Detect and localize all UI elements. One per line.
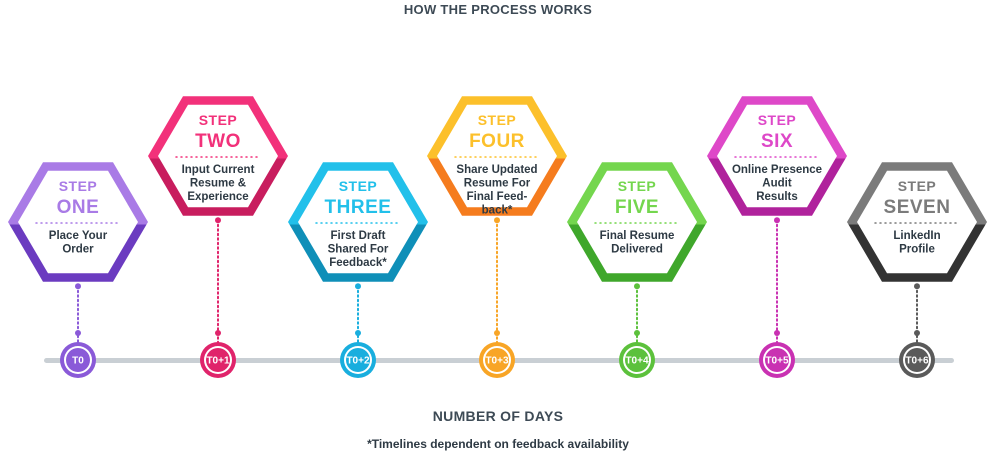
day-marker-fill	[905, 348, 929, 372]
step-description-line: Profile	[899, 244, 935, 256]
step-description-line: First Draft	[331, 230, 386, 242]
connector-dot-top	[914, 283, 920, 290]
day-marker-1: T0	[60, 342, 96, 378]
step-number: ONE	[57, 197, 100, 218]
step-number: FIVE	[615, 197, 659, 218]
step-word: STEP	[339, 178, 378, 194]
connector-dot-top	[75, 283, 81, 290]
footnote: *Timelines dependent on feedback availab…	[367, 437, 629, 451]
step-description-line: Final Feed-	[467, 191, 528, 203]
hexagon-inner	[158, 104, 278, 208]
day-marker-4: T0+3	[479, 342, 515, 378]
day-marker-5: T0+4	[619, 342, 655, 378]
day-marker-fill	[66, 348, 90, 372]
day-marker-6: T0+5	[759, 342, 795, 378]
step-description-line: LinkedIn	[893, 230, 940, 242]
day-marker-fill	[485, 348, 509, 372]
day-label: T0+6	[905, 356, 929, 367]
step-description-line: Online Presence	[732, 164, 822, 176]
axis-label: NUMBER OF DAYS	[433, 408, 563, 424]
connector-dot-bottom	[634, 330, 640, 336]
connector-dot-bottom	[75, 330, 81, 336]
step-description-line: Audit	[762, 178, 792, 190]
day-label: T0+3	[485, 356, 509, 367]
hexagon-inner	[857, 170, 977, 274]
connector-dot-bottom	[215, 330, 221, 336]
step-number: FOUR	[469, 131, 525, 152]
connector-dot-bottom	[494, 330, 500, 336]
step-description-line: Order	[62, 244, 94, 256]
step-number: TWO	[195, 131, 241, 152]
day-marker-2: T0+1	[200, 342, 236, 378]
hexagon-inner	[717, 104, 837, 208]
step-number: THREE	[325, 197, 392, 218]
connector-dot-top	[215, 217, 221, 224]
step-description-line: Delivered	[611, 244, 663, 256]
step-number: SEVEN	[884, 197, 951, 218]
step-description-line: Share Updated	[456, 164, 537, 176]
day-label: T0+5	[765, 356, 789, 367]
step-word: STEP	[59, 178, 98, 194]
step-description-line: Resume &	[190, 178, 246, 190]
day-label: T0	[72, 356, 84, 367]
step-word: STEP	[758, 112, 797, 128]
step-word: STEP	[898, 178, 937, 194]
connector-dot-top	[634, 283, 640, 290]
step-description-line: Shared For	[328, 244, 389, 256]
step-description-line: Experience	[187, 191, 248, 203]
step-description-line: Resume For	[464, 178, 531, 190]
page-title: HOW THE PROCESS WORKS	[404, 2, 592, 17]
step-description-line: Results	[756, 191, 798, 203]
connector-dot-top	[494, 217, 500, 224]
step-description-line: Place Your	[49, 230, 108, 242]
step-word: STEP	[199, 112, 238, 128]
hexagon-inner	[577, 170, 697, 274]
step-number: SIX	[761, 131, 793, 152]
day-label: T0+2	[346, 356, 370, 367]
step-description-line: back*	[482, 205, 513, 217]
connector-dot-top	[774, 217, 780, 224]
day-marker-fill	[346, 348, 370, 372]
step-word: STEP	[618, 178, 657, 194]
day-label: T0+1	[206, 356, 230, 367]
hexagon-inner	[437, 104, 557, 208]
day-marker-fill	[625, 348, 649, 372]
day-marker-3: T0+2	[340, 342, 376, 378]
step-description-line: Final Resume	[600, 230, 675, 242]
day-marker-7: T0+6	[899, 342, 935, 378]
hexagon-inner	[298, 170, 418, 274]
connector-dot-bottom	[774, 330, 780, 336]
step-description-line: Feedback*	[329, 257, 387, 269]
step-word: STEP	[478, 112, 517, 128]
connector-dot-top	[355, 283, 361, 290]
hexagon-inner	[18, 170, 138, 274]
connector-dot-bottom	[355, 330, 361, 336]
connector-dot-bottom	[914, 330, 920, 336]
step-description-line: Input Current	[182, 164, 255, 176]
day-marker-fill	[765, 348, 789, 372]
day-label: T0+4	[625, 356, 649, 367]
day-marker-fill	[206, 348, 230, 372]
